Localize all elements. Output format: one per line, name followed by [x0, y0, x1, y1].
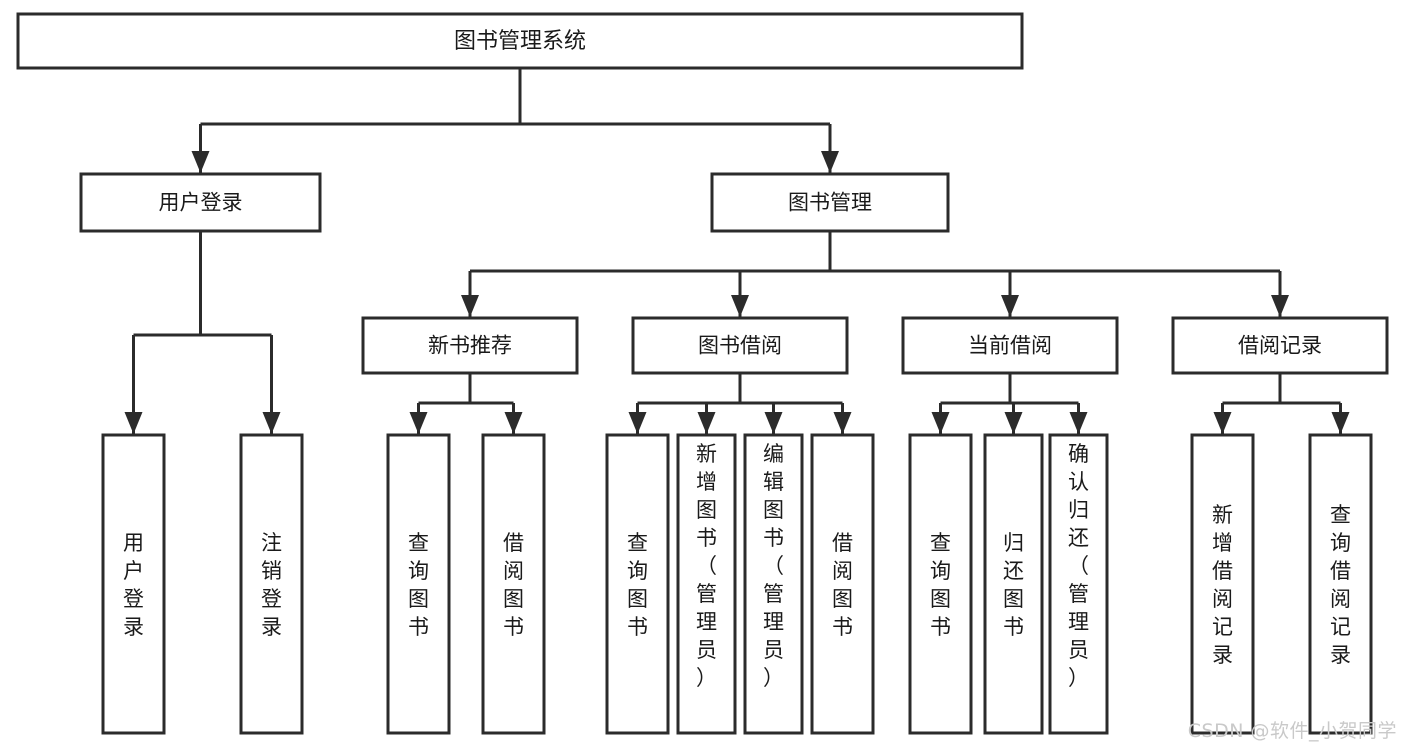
node-user-login-box	[79, 172, 322, 233]
node-layer: 图书管理系统用户登录图书管理新书推荐图书借阅当前借阅借阅记录用户登录注销登录查询…	[16, 12, 1389, 735]
node-borrow-record[interactable]: 借阅记录	[1171, 316, 1389, 375]
arrow-head-icon	[1213, 412, 1232, 434]
node-new-book-rec[interactable]: 新书推荐	[361, 316, 579, 375]
node-current-borrow[interactable]: 当前借阅	[901, 316, 1119, 375]
arrow-head-icon	[833, 412, 852, 434]
leaf-node-query-book-1-label: 查询图书	[408, 531, 429, 639]
arrow-head-icon	[697, 412, 716, 434]
leaf-node-user-login[interactable]: 用户登录	[101, 433, 166, 735]
leaf-node-borrow-book-1-box	[481, 433, 546, 735]
arrow-head-icon	[262, 412, 281, 434]
leaf-node-add-book-box	[676, 433, 737, 735]
node-book-manage-label: 图书管理	[788, 191, 872, 215]
leaf-node-add-record[interactable]: 新增借阅记录	[1190, 433, 1255, 735]
connector-layer	[124, 68, 1350, 434]
leaf-node-query-book-1[interactable]: 查询图书	[386, 433, 451, 735]
leaf-node-edit-book-box	[743, 433, 804, 735]
leaf-node-logout-box	[239, 433, 304, 735]
leaf-node-borrow-book-1-label: 借阅图书	[503, 531, 524, 639]
leaf-node-query-book-3-label: 查询图书	[930, 531, 951, 639]
leaf-node-add-book[interactable]: 新增图书（管理员）	[676, 433, 737, 735]
root-node-system-label: 图书管理系统	[454, 29, 586, 54]
node-current-borrow-label: 当前借阅	[968, 334, 1052, 358]
node-current-borrow-box	[901, 316, 1119, 375]
node-borrow-record-box	[1171, 316, 1389, 375]
leaf-node-query-book-3-box	[908, 433, 973, 735]
arrow-head-icon	[1069, 412, 1088, 434]
leaf-node-user-login-box	[101, 433, 166, 735]
arrow-head-icon	[1004, 412, 1023, 434]
arrow-head-icon	[409, 412, 428, 434]
node-book-manage-box	[710, 172, 950, 233]
leaf-node-return-book-label: 归还图书	[1003, 531, 1024, 639]
leaf-node-add-record-label: 新增借阅记录	[1212, 503, 1233, 667]
arrow-head-icon	[1331, 412, 1350, 434]
node-borrow-record-label: 借阅记录	[1238, 334, 1322, 358]
leaf-node-query-book-2-box	[605, 433, 670, 735]
leaf-node-query-record[interactable]: 查询借阅记录	[1308, 433, 1373, 735]
leaf-node-confirm-return-label: 确认归还（管理员）	[1068, 442, 1089, 690]
arrow-head-icon	[124, 412, 143, 434]
leaf-node-logout-label: 注销登录	[261, 531, 282, 639]
root-node-system-box	[16, 12, 1024, 70]
node-book-manage[interactable]: 图书管理	[710, 172, 950, 233]
arrow-head-icon	[1271, 295, 1289, 317]
arrow-head-icon	[191, 151, 210, 173]
leaf-node-query-book-1-box	[386, 433, 451, 735]
arrow-head-icon	[504, 412, 523, 434]
leaf-node-confirm-return-box	[1048, 433, 1109, 735]
leaf-node-query-book-2-label: 查询图书	[627, 531, 648, 639]
leaf-node-borrow-book-2-label: 借阅图书	[832, 531, 853, 639]
leaf-node-query-book-2[interactable]: 查询图书	[605, 433, 670, 735]
leaf-node-query-record-box	[1308, 433, 1373, 735]
leaf-node-add-record-box	[1190, 433, 1255, 735]
arrow-head-icon	[461, 295, 479, 317]
root-node-system[interactable]: 图书管理系统	[16, 12, 1024, 70]
arrow-head-icon	[628, 412, 647, 434]
leaf-node-query-record-label: 查询借阅记录	[1330, 503, 1351, 667]
leaf-node-logout[interactable]: 注销登录	[239, 433, 304, 735]
node-user-login-label: 用户登录	[159, 191, 243, 215]
arrow-head-icon	[821, 151, 839, 173]
node-user-login[interactable]: 用户登录	[79, 172, 322, 233]
leaf-node-add-book-label: 新增图书（管理员）	[696, 442, 717, 690]
arrow-head-icon	[764, 412, 783, 434]
node-new-book-rec-label: 新书推荐	[428, 334, 512, 358]
arrow-head-icon	[931, 412, 950, 434]
node-book-borrow[interactable]: 图书借阅	[631, 316, 849, 375]
leaf-node-confirm-return[interactable]: 确认归还（管理员）	[1048, 433, 1109, 735]
leaf-node-return-book[interactable]: 归还图书	[983, 433, 1044, 735]
leaf-node-user-login-label: 用户登录	[123, 531, 144, 639]
leaf-node-query-book-3[interactable]: 查询图书	[908, 433, 973, 735]
node-book-borrow-box	[631, 316, 849, 375]
leaf-node-borrow-book-1[interactable]: 借阅图书	[481, 433, 546, 735]
node-book-borrow-label: 图书借阅	[698, 334, 782, 358]
leaf-node-edit-book[interactable]: 编辑图书（管理员）	[743, 433, 804, 735]
arrow-head-icon	[731, 295, 749, 317]
leaf-node-return-book-box	[983, 433, 1044, 735]
leaf-node-borrow-book-2[interactable]: 借阅图书	[810, 433, 875, 735]
leaf-node-edit-book-label: 编辑图书（管理员）	[763, 442, 784, 690]
leaf-node-borrow-book-2-box	[810, 433, 875, 735]
arrow-head-icon	[1001, 295, 1019, 317]
node-new-book-rec-box	[361, 316, 579, 375]
